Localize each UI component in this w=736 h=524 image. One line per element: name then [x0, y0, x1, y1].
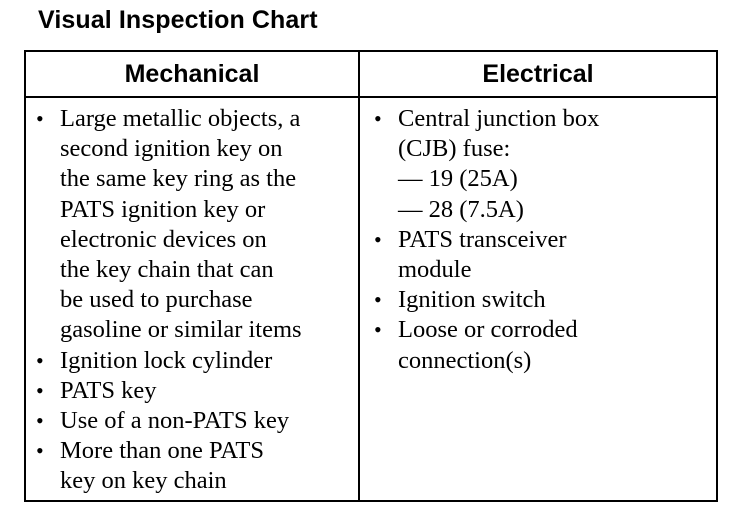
list-item-text: PATS key [60, 376, 157, 404]
list-item: — 28 (7.5A) [374, 195, 704, 225]
list-item: • Ignition switch [374, 285, 704, 315]
list-item: • PATS transceiver [374, 225, 704, 255]
list-item: the key chain that can [36, 255, 356, 285]
list-item: • PATS key [36, 376, 356, 406]
electrical-header: Electrical [482, 60, 594, 88]
list-item-text: — 19 (25A) [398, 165, 518, 193]
bullet-icon: • [374, 287, 382, 313]
list-item: second ignition key on [36, 134, 356, 164]
list-item-text: module [398, 256, 472, 284]
list-item: • Loose or corroded [374, 315, 704, 345]
list-item: connection(s) [374, 346, 704, 376]
mechanical-header: Mechanical [124, 60, 260, 88]
bullet-icon: • [374, 226, 382, 252]
list-item-text: Large metallic objects, a [60, 105, 301, 132]
list-item-text: Ignition lock cylinder [60, 346, 273, 374]
list-item-text: More than one PATS [60, 437, 264, 465]
list-item: gasoline or similar items [36, 315, 356, 345]
list-item-text: Loose or corroded [398, 316, 578, 344]
list-item-text: Ignition switch [398, 286, 546, 314]
bullet-icon: • [374, 317, 382, 343]
list-item-text: Central junction box [398, 105, 600, 132]
list-item: the same key ring as the [36, 164, 356, 194]
list-item-text: connection(s) [398, 346, 532, 374]
column-divider [358, 52, 360, 500]
list-item: — 19 (25A) [374, 164, 704, 194]
bullet-icon: • [36, 347, 44, 373]
bullet-icon: • [36, 408, 44, 434]
list-item: • Large metallic objects, a [36, 104, 356, 134]
list-item-text: PATS transceiver [398, 225, 567, 253]
list-item-text: key on key chain [60, 467, 227, 495]
list-item: • Ignition lock cylinder [36, 346, 356, 376]
list-item-text: second ignition key on [60, 135, 283, 163]
list-item-text: Use of a non-PATS key [60, 407, 290, 435]
list-item: module [374, 255, 704, 285]
list-item-text: the key chain that can [60, 256, 274, 284]
list-item-text: gasoline or similar items [60, 316, 302, 344]
list-item: • More than one PATS [36, 436, 356, 466]
bullet-icon: • [374, 106, 382, 131]
list-item-text: the same key ring as the [60, 165, 297, 193]
list-item: electronic devices on [36, 225, 356, 255]
bullet-icon: • [36, 438, 44, 464]
list-item: key on key chain [36, 466, 356, 496]
header-divider [26, 96, 716, 98]
list-item: • Central junction box [374, 104, 704, 134]
page-title: Visual Inspection Chart [38, 6, 318, 34]
list-item: PATS ignition key or [36, 195, 356, 225]
electrical-list: • Central junction box (CJB) fuse:— 19 (25… [374, 104, 704, 376]
list-item-text: — 28 (7.5A) [398, 195, 524, 223]
mechanical-list: • Large metallic objects, a second ignitio… [36, 104, 356, 497]
bullet-icon: • [36, 106, 44, 131]
inspection-table: Mechanical Electrical • Large metallic ob… [24, 50, 718, 502]
list-item-text: electronic devices on [60, 225, 267, 253]
list-item: (CJB) fuse: [374, 134, 704, 164]
bullet-icon: • [36, 377, 44, 403]
list-item-text: (CJB) fuse: [398, 135, 511, 163]
list-item-text: PATS ignition key or [60, 195, 266, 223]
list-item-text: be used to purchase [60, 286, 253, 314]
list-item: be used to purchase [36, 285, 356, 315]
list-item: • Use of a non-PATS key [36, 406, 356, 436]
